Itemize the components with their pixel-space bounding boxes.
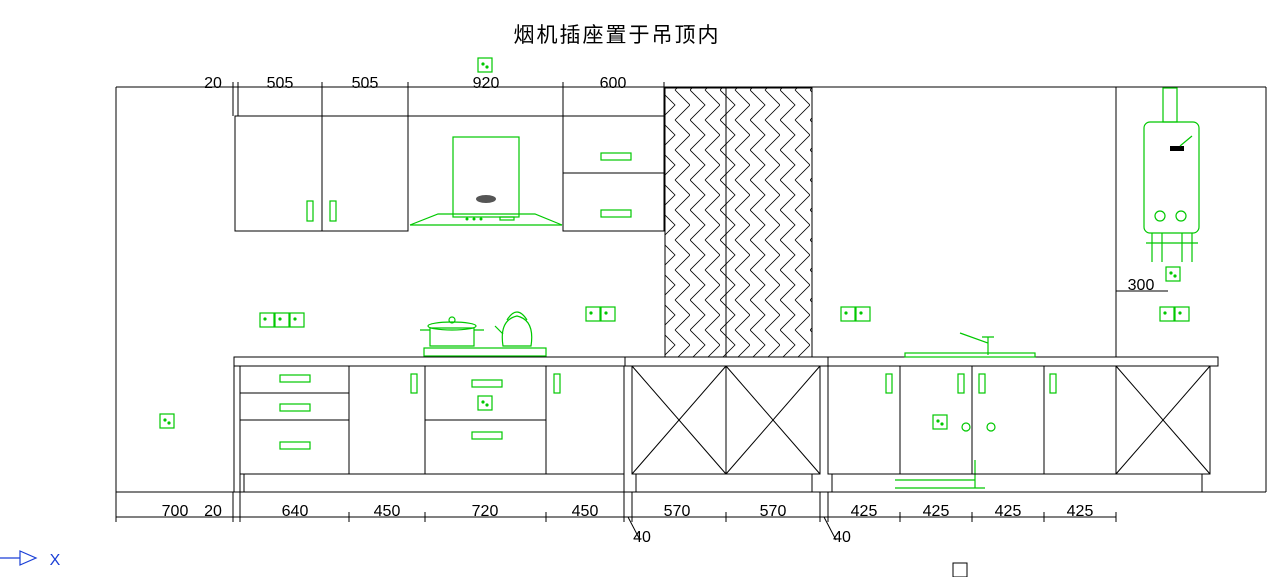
double-socket (585, 306, 616, 322)
countertop (233, 356, 1219, 367)
top-dimension-line (232, 82, 665, 116)
bottom-dim-9: 425 (923, 503, 950, 520)
faucet-icon (904, 332, 1036, 358)
axis-label: X (50, 552, 61, 569)
pot-icon (420, 316, 547, 357)
socket-icon (477, 57, 493, 73)
bottom-dim-4: 720 (472, 503, 499, 520)
bottom-dim-8: 425 (851, 503, 878, 520)
triple-socket (259, 312, 305, 328)
kettle-icon (494, 311, 533, 347)
bottom-dim-1: 20 (204, 503, 222, 520)
bottom-dimension-line (115, 492, 1117, 541)
hatched-column (664, 87, 813, 358)
double-socket (1159, 306, 1190, 322)
bottom-dim-10: 425 (995, 503, 1022, 520)
water-heater-icon (1143, 87, 1200, 262)
socket-icon (932, 414, 948, 430)
range-hood-icon (408, 115, 563, 226)
gap-dim-1: 40 (833, 529, 851, 546)
bottom-dim-3: 450 (374, 503, 401, 520)
bottom-dim-7: 570 (760, 503, 787, 520)
bottom-dim-5: 450 (572, 503, 599, 520)
double-socket (840, 306, 871, 322)
top-dim-3: 920 (473, 75, 500, 92)
top-dim-2: 505 (352, 75, 379, 92)
base-cabinets (233, 365, 1211, 493)
upper-cabinets (234, 115, 665, 232)
bottom-dim-11: 425 (1067, 503, 1094, 520)
top-dim-4: 600 (600, 75, 627, 92)
top-dim-0: 20 (204, 75, 222, 92)
bottom-dim-2: 640 (282, 503, 309, 520)
socket-icon (159, 413, 175, 429)
bottom-dim-6: 570 (664, 503, 691, 520)
ucs-marker (952, 562, 968, 577)
side-dim: 300 (1128, 277, 1155, 294)
bottom-dim-0: 700 (162, 503, 189, 520)
drawing-title: 烟机插座置于吊顶内 (514, 23, 721, 47)
socket-icon (477, 395, 493, 411)
axis-arrow-icon (0, 550, 38, 566)
socket-icon (1165, 266, 1181, 282)
gap-dim-0: 40 (633, 529, 651, 546)
top-dim-1: 505 (267, 75, 294, 92)
